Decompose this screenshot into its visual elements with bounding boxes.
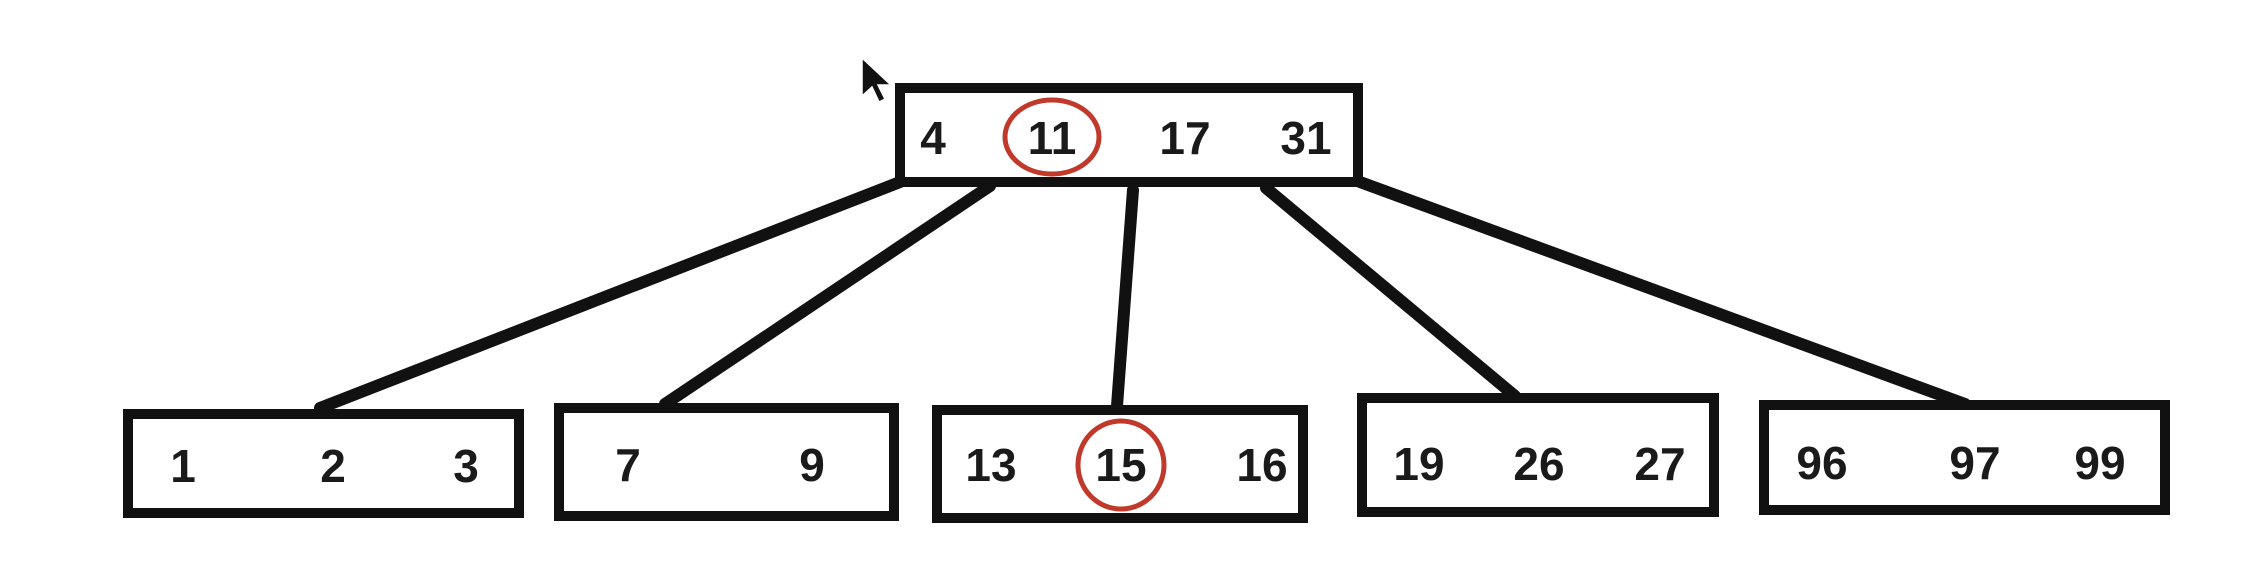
child-3-key-2-highlight (1075, 418, 1167, 512)
child-5-key-3: 99 (2074, 437, 2125, 489)
child-5-key-1: 96 (1796, 437, 1847, 489)
child-node-3-box (932, 405, 1308, 523)
root-key-4: 31 (1280, 112, 1331, 164)
edge-root-child-3 (1111, 184, 1139, 412)
child-2-key-2: 9 (799, 439, 825, 491)
edges (314, 176, 1971, 414)
edge-root-child-1 (314, 176, 906, 414)
edge-root-child-5 (1354, 176, 1971, 410)
root-key-3: 17 (1159, 112, 1210, 164)
root-node: 4 11 17 31 (895, 83, 1363, 187)
child-node-4-box (1357, 393, 1719, 517)
child-node-2-box (554, 403, 899, 521)
edge-root-child-2 (659, 180, 996, 410)
child-3-key-2: 15 (1095, 439, 1146, 491)
root-node-box (895, 83, 1363, 187)
child-2-key-1: 7 (615, 439, 641, 491)
child-4-key-3: 27 (1634, 438, 1685, 490)
child-5-key-2: 97 (1949, 437, 2000, 489)
child-4-key-2: 26 (1513, 438, 1564, 490)
child-node-5-box (1759, 400, 2170, 515)
root-key-2-highlight (1002, 97, 1102, 177)
child-1-key-2: 2 (320, 440, 346, 492)
child-3-key-1: 13 (965, 439, 1016, 491)
edge-root-child-4 (1260, 182, 1521, 402)
child-node-3: 13 15 16 (932, 405, 1308, 523)
child-4-key-1: 19 (1393, 438, 1444, 490)
mouse-pointer-icon (861, 56, 893, 104)
child-1-key-3: 3 (453, 440, 479, 492)
child-node-2: 7 9 (554, 403, 899, 521)
child-node-4: 19 26 27 (1357, 393, 1719, 517)
child-3-key-3: 16 (1236, 439, 1287, 491)
root-key-1: 4 (920, 112, 946, 164)
child-1-key-1: 1 (170, 440, 196, 492)
child-node-1: 1 2 3 (123, 409, 524, 518)
root-key-2: 11 (1028, 112, 1077, 164)
child-node-1-box (123, 409, 524, 518)
child-node-5: 96 97 99 (1759, 400, 2170, 515)
